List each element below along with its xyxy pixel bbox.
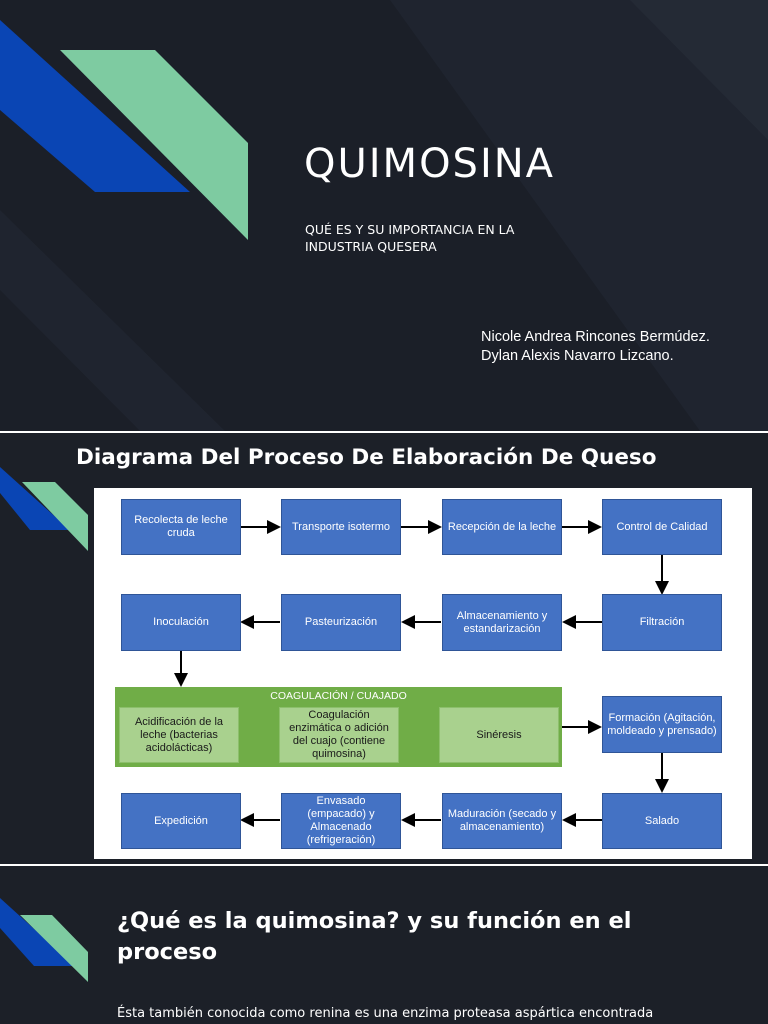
slide-title: Diagrama Del Proceso De Elaboración De Q… bbox=[76, 445, 657, 470]
slide-title: ¿Qué es la quimosina? y su función en el… bbox=[117, 908, 632, 965]
step-salado: Salado bbox=[602, 793, 722, 849]
diagram-slide: Diagrama Del Proceso De Elaboración De Q… bbox=[0, 433, 768, 864]
step-recepcion: Recepción de la leche bbox=[442, 499, 562, 555]
slide-title: QUIMOSINA bbox=[304, 141, 556, 187]
slide-body-text: Ésta también conocida como renina es una… bbox=[117, 1006, 654, 1021]
step-formacion: Formación (Agitación, moldeado y prensad… bbox=[602, 696, 722, 753]
title-slide: QUIMOSINA QUÉ ES Y SU IMPORTANCIA EN LA … bbox=[0, 0, 768, 431]
decorative-stripes bbox=[0, 467, 88, 551]
step-envasado: Envasado (empacado) y Almacenado (refrig… bbox=[281, 793, 401, 849]
step-pasteurizacion: Pasteurización bbox=[281, 594, 401, 651]
coagulation-title: COAGULACIÓN / CUAJADO bbox=[270, 690, 407, 702]
decorative-stripes bbox=[0, 0, 768, 431]
step-transporte: Transporte isotermo bbox=[281, 499, 401, 555]
step-filtracion: Filtración bbox=[602, 594, 722, 651]
step-maduracion: Maduración (secado y almacenamiento) bbox=[442, 793, 562, 849]
slide-subtitle: QUÉ ES Y SU IMPORTANCIA EN LA INDUSTRIA … bbox=[305, 222, 515, 254]
decorative-stripes bbox=[0, 898, 88, 982]
authors: Nicole Andrea Rincones Bermúdez. Dylan A… bbox=[481, 328, 710, 365]
author-name: Dylan Alexis Navarro Lizcano. bbox=[481, 347, 674, 364]
step-sineresis: Sinéresis bbox=[439, 707, 559, 763]
step-inoculacion: Inoculación bbox=[121, 594, 241, 651]
step-acidificacion: Acidificación de la leche (bacterias aci… bbox=[119, 707, 239, 763]
author-name: Nicole Andrea Rincones Bermúdez. bbox=[481, 329, 710, 345]
step-coagulacion-enzimatica: Coagulación enzimática o adición del cua… bbox=[279, 707, 399, 763]
step-almacenamiento: Almacenamiento y estandarización bbox=[442, 594, 562, 651]
definition-slide: ¿Qué es la quimosina? y su función en el… bbox=[0, 866, 768, 1024]
step-recolecta: Recolecta de leche cruda bbox=[121, 499, 241, 555]
cheese-process-diagram: Recolecta de leche cruda Transporte isot… bbox=[94, 488, 752, 859]
step-control-calidad: Control de Calidad bbox=[602, 499, 722, 555]
step-expedicion: Expedición bbox=[121, 793, 241, 849]
